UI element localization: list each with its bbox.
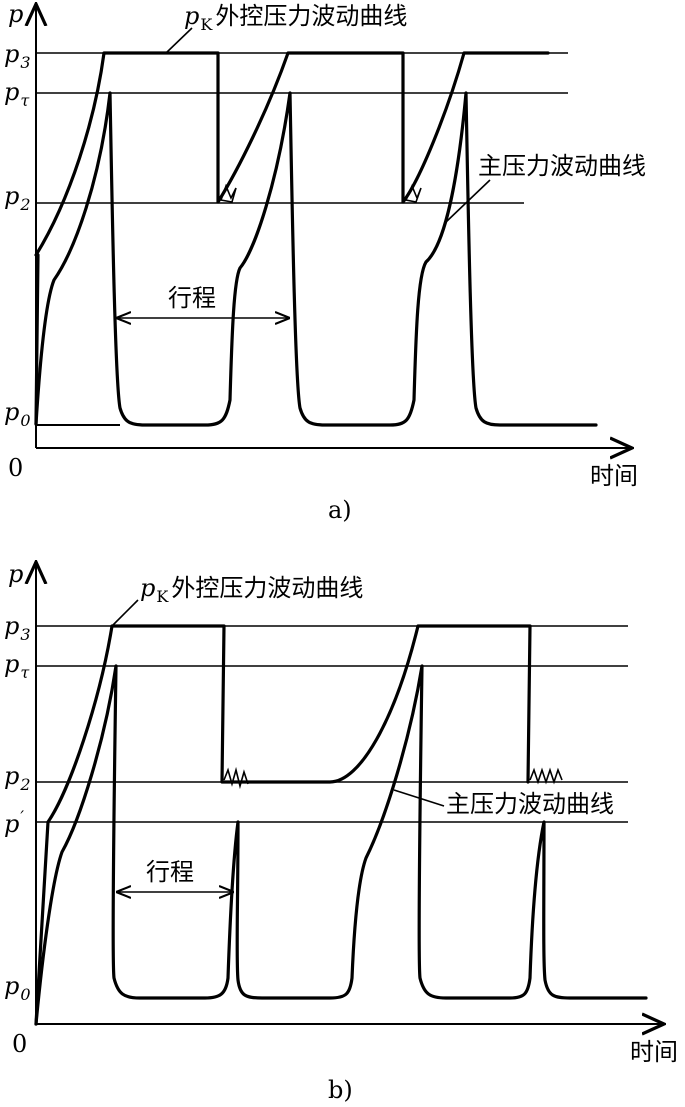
level-label-p3-b: p3 <box>4 612 31 644</box>
initial-rise-a <box>34 253 40 426</box>
main-curve-a <box>34 91 598 427</box>
level-label-p3-a: p3 <box>4 40 31 72</box>
level-label-p0-a: p0 <box>4 398 31 430</box>
caption-a: a) <box>328 496 352 524</box>
pk-leader-a <box>165 27 193 54</box>
level-label-p2-a: p2 <box>4 182 31 214</box>
ripple-a-1 <box>219 183 237 203</box>
pk-curve-b <box>34 624 532 1026</box>
level-label-ptau-b: pτ <box>4 650 30 682</box>
main-leader-a <box>445 179 491 223</box>
ripple-b-1 <box>223 766 249 790</box>
caption-b: b) <box>328 1076 353 1104</box>
level-label-ptau-a: pτ <box>4 78 30 110</box>
main-curve-label-b: 主压力波动曲线 <box>446 790 614 818</box>
main-curve-b <box>34 664 648 1026</box>
level-label-p2-b: p2 <box>4 762 31 794</box>
ripple-a-2 <box>404 183 422 203</box>
stroke-label-b: 行程 <box>146 858 194 886</box>
origin-label-a: 0 <box>8 454 23 482</box>
pk-curve-a <box>34 51 550 257</box>
level-label-pprime-b: p′ <box>4 807 24 838</box>
x-axis-label-a: 时间 <box>590 462 638 490</box>
level-label-p0-b: p0 <box>4 972 31 1004</box>
pk-leader-b <box>111 599 139 627</box>
main-curve-label-a: 主压力波动曲线 <box>478 152 646 180</box>
ripple-b-2 <box>529 767 563 785</box>
main-leader-b <box>393 789 445 807</box>
y-axis-label-b: p <box>8 560 23 588</box>
stroke-label-a: 行程 <box>168 284 216 312</box>
origin-label-b: 0 <box>12 1030 27 1058</box>
x-axis-label-b: 时间 <box>630 1038 678 1066</box>
y-axis-label-a: p <box>8 0 23 28</box>
